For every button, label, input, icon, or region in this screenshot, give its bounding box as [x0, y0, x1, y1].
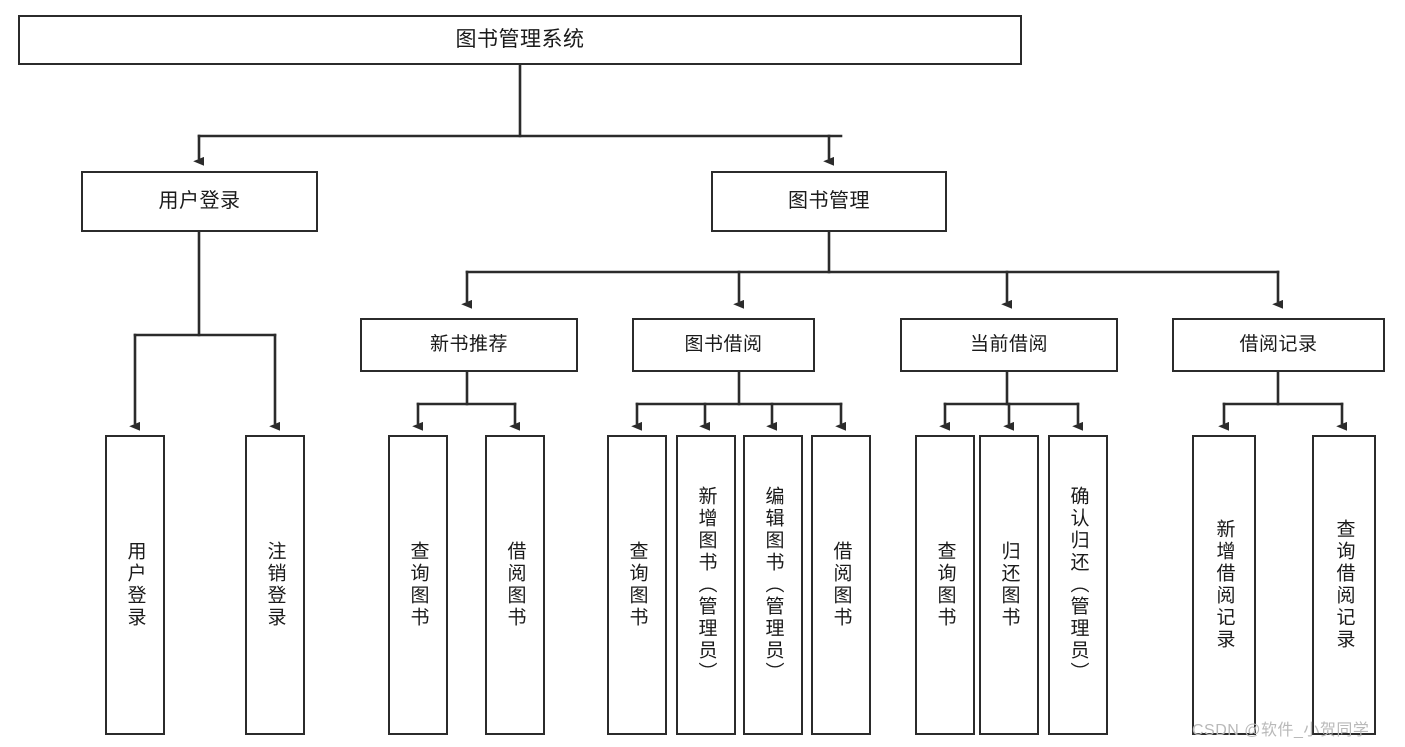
node-leaf-edit-book-label: 编辑图书（管理员） [762, 486, 784, 684]
node-leaf-query-book-3-label: 查询图书 [934, 541, 956, 629]
node-leaf-query-book-3[interactable]: 查询图书 [915, 435, 975, 735]
node-leaf-logout-login[interactable]: 注销登录 [245, 435, 305, 735]
node-leaf-return-book[interactable]: 归还图书 [979, 435, 1039, 735]
node-leaf-query-book-1[interactable]: 查询图书 [388, 435, 448, 735]
node-leaf-borrow-book-2[interactable]: 借阅图书 [811, 435, 871, 735]
node-new-book-recommend-label: 新书推荐 [429, 334, 508, 356]
node-leaf-add-book[interactable]: 新增图书（管理员） [676, 435, 736, 735]
node-current-borrow-label: 当前借阅 [969, 334, 1048, 356]
node-user-login[interactable]: 用户登录 [81, 171, 318, 232]
node-current-borrow[interactable]: 当前借阅 [900, 318, 1118, 372]
node-leaf-borrow-book-2-label: 借阅图书 [830, 541, 852, 629]
node-user-login-label: 用户登录 [158, 190, 241, 213]
node-leaf-add-record-label: 新增借阅记录 [1213, 519, 1235, 651]
node-leaf-user-login-label: 用户登录 [124, 541, 146, 629]
node-leaf-confirm-return-label: 确认归还（管理员） [1067, 486, 1089, 684]
node-leaf-query-book-1-label: 查询图书 [407, 541, 429, 629]
node-leaf-edit-book[interactable]: 编辑图书（管理员） [743, 435, 803, 735]
node-leaf-user-login[interactable]: 用户登录 [105, 435, 165, 735]
node-leaf-confirm-return[interactable]: 确认归还（管理员） [1048, 435, 1108, 735]
node-root-label: 图书管理系统 [455, 28, 585, 52]
node-leaf-add-record[interactable]: 新增借阅记录 [1192, 435, 1256, 735]
node-leaf-return-book-label: 归还图书 [998, 541, 1020, 629]
node-borrow-record[interactable]: 借阅记录 [1172, 318, 1385, 372]
node-borrow-record-label: 借阅记录 [1239, 334, 1318, 356]
node-leaf-query-record[interactable]: 查询借阅记录 [1312, 435, 1376, 735]
node-book-manage-label: 图书管理 [788, 190, 870, 213]
node-root[interactable]: 图书管理系统 [18, 15, 1022, 65]
node-book-borrow[interactable]: 图书借阅 [632, 318, 815, 372]
watermark: CSDN @软件_小贺同学 [1192, 722, 1370, 739]
node-leaf-query-book-2[interactable]: 查询图书 [607, 435, 667, 735]
node-leaf-borrow-book-1-label: 借阅图书 [504, 541, 526, 629]
node-book-borrow-label: 图书借阅 [684, 334, 763, 356]
node-leaf-query-record-label: 查询借阅记录 [1333, 519, 1355, 651]
node-leaf-logout-login-label: 注销登录 [264, 541, 286, 629]
node-book-manage[interactable]: 图书管理 [711, 171, 947, 232]
node-leaf-query-book-2-label: 查询图书 [626, 541, 648, 629]
node-leaf-add-book-label: 新增图书（管理员） [695, 486, 717, 684]
node-leaf-borrow-book-1[interactable]: 借阅图书 [485, 435, 545, 735]
node-new-book-recommend[interactable]: 新书推荐 [360, 318, 578, 372]
